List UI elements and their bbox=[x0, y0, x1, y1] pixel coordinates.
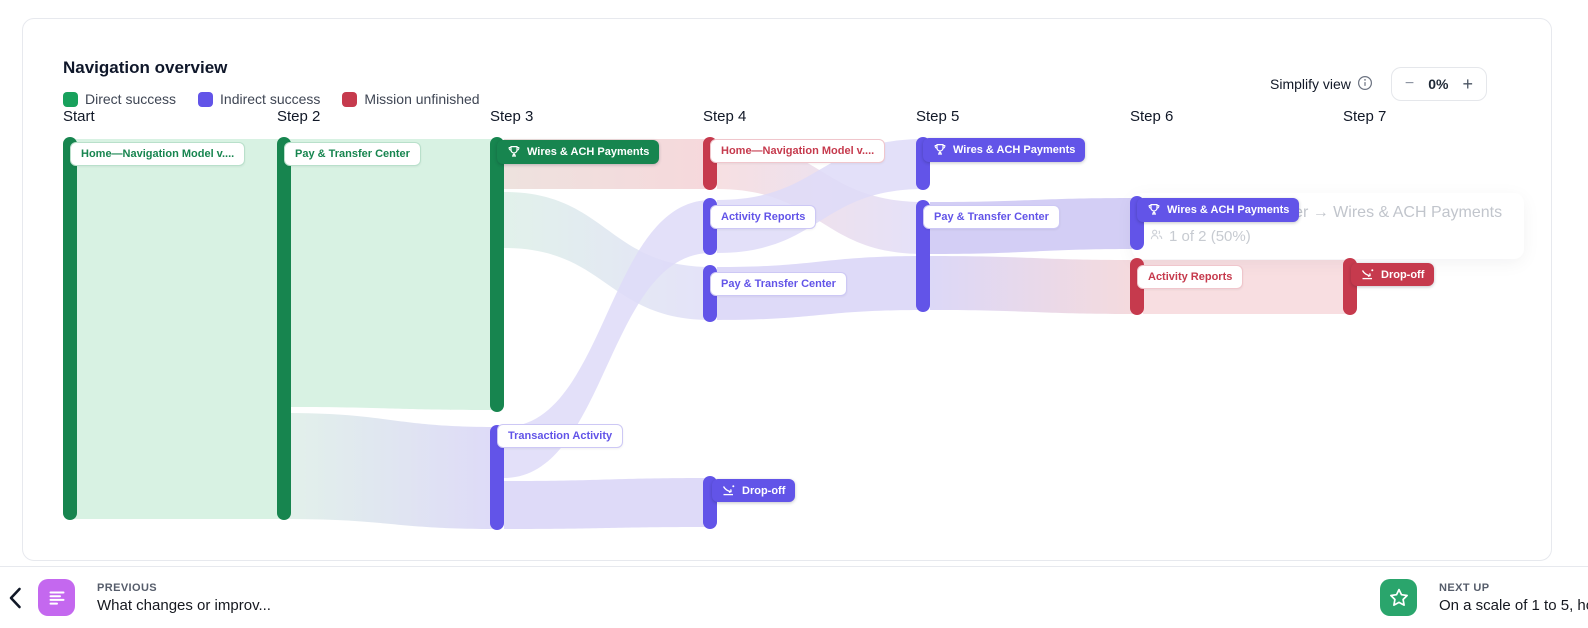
flow-wires-to-pay[interactable] bbox=[504, 192, 711, 320]
next-up-label: NEXT UP bbox=[1439, 581, 1490, 594]
node-label-text: Pay & Transfer Center bbox=[721, 278, 836, 290]
node-label-step7-dropoff[interactable]: Drop-off bbox=[1351, 263, 1435, 286]
trophy-icon bbox=[933, 143, 947, 157]
footer-bar bbox=[0, 567, 1588, 628]
legend: Direct success Indirect success Mission … bbox=[63, 91, 480, 107]
node-label-text: Pay & Transfer Center bbox=[934, 211, 1049, 223]
simplify-view-label: Simplify view bbox=[1270, 75, 1373, 94]
column-header-step6: Step 6 bbox=[1130, 108, 1174, 125]
trophy-icon bbox=[1147, 203, 1161, 217]
node-label-step2-pay[interactable]: Pay & Transfer Center bbox=[284, 142, 421, 166]
node-label-text: Wires & ACH Payments bbox=[527, 146, 650, 158]
footer-divider bbox=[0, 566, 1588, 567]
previous-question-button[interactable]: PREVIOUS What changes or improv... bbox=[38, 579, 271, 616]
node-label-text: Transaction Activity bbox=[508, 430, 613, 442]
flow-transaction-to-activity[interactable] bbox=[504, 200, 711, 478]
simplify-stepper: − 0% + bbox=[1390, 67, 1487, 101]
flow-transaction-to-dropoff[interactable] bbox=[504, 478, 711, 529]
previous-text: What changes or improv... bbox=[97, 596, 271, 614]
node-label-step5-wires[interactable]: Wires & ACH Payments bbox=[923, 138, 1086, 162]
column-header-step4: Step 4 bbox=[703, 108, 747, 125]
chevron-left-icon[interactable] bbox=[2, 583, 28, 613]
node-label-step4-dropoff[interactable]: Drop-off bbox=[712, 479, 796, 502]
info-icon[interactable] bbox=[1357, 75, 1373, 94]
node-label-step4-activity[interactable]: Activity Reports bbox=[710, 205, 817, 229]
flow-start-to-step2[interactable] bbox=[70, 139, 284, 519]
drop-off-icon bbox=[722, 484, 736, 497]
node-label-text: Activity Reports bbox=[1148, 271, 1233, 283]
node-label-text: Drop-off bbox=[742, 484, 786, 497]
simplify-decrease-button[interactable]: − bbox=[1404, 75, 1415, 92]
drop-off-icon bbox=[1361, 268, 1375, 281]
node-label-text: Pay & Transfer Center bbox=[295, 148, 410, 160]
next-texts: NEXT UP On a scale of 1 to 5, ho bbox=[1439, 582, 1588, 614]
column-header-step2: Step 2 bbox=[277, 108, 321, 125]
tooltip-stat-text: 1 of 2 (50%) bbox=[1169, 228, 1251, 245]
node-label-start-home[interactable]: Home—Navigation Model v.... bbox=[70, 142, 246, 166]
node-label-text: Wires & ACH Payments bbox=[953, 144, 1076, 156]
legend-item-indirect-success: Indirect success bbox=[198, 91, 320, 107]
node-label-text: Wires & ACH Payments bbox=[1167, 204, 1290, 216]
column-header-step5: Step 5 bbox=[916, 108, 960, 125]
indirect-success-swatch bbox=[198, 91, 214, 107]
node-label-step3-wires[interactable]: Wires & ACH Payments bbox=[497, 140, 660, 164]
star-icon bbox=[1380, 579, 1417, 616]
simplify-value: 0% bbox=[1428, 76, 1449, 92]
flow-pay-to-transaction[interactable] bbox=[284, 413, 498, 529]
node-bar-step2-pay[interactable] bbox=[277, 137, 291, 520]
legend-label: Mission unfinished bbox=[364, 91, 480, 107]
previous-texts: PREVIOUS What changes or improv... bbox=[97, 582, 271, 614]
node-bar-start-home[interactable] bbox=[63, 137, 77, 520]
node-bar-step3-transaction[interactable] bbox=[490, 425, 504, 530]
page-title: Navigation overview bbox=[63, 58, 228, 77]
mission-unfinished-swatch bbox=[342, 91, 358, 107]
node-label-step3-transaction[interactable]: Transaction Activity bbox=[497, 424, 624, 448]
legend-item-direct-success: Direct success bbox=[63, 91, 176, 107]
legend-label: Indirect success bbox=[220, 91, 321, 107]
node-label-step6-wires[interactable]: Wires & ACH Payments bbox=[1137, 198, 1300, 222]
node-bar-step3-wires[interactable] bbox=[490, 137, 504, 412]
simplify-view-text: Simplify view bbox=[1270, 76, 1351, 92]
trophy-icon bbox=[507, 145, 521, 159]
next-up-button[interactable]: NEXT UP On a scale of 1 to 5, ho bbox=[1380, 579, 1588, 616]
users-icon bbox=[1150, 228, 1163, 245]
flow-pay5-to-activity6[interactable] bbox=[930, 256, 1137, 314]
flow-pay-to-wires[interactable] bbox=[284, 139, 498, 410]
simplify-view-control: Simplify view − 0% + bbox=[1270, 67, 1487, 101]
column-header-start: Start bbox=[63, 108, 95, 125]
node-label-text: Activity Reports bbox=[721, 211, 806, 223]
column-header-step7: Step 7 bbox=[1343, 108, 1387, 125]
node-label-step5-pay[interactable]: Pay & Transfer Center bbox=[923, 205, 1060, 229]
node-label-text: Home—Navigation Model v.... bbox=[721, 145, 875, 157]
node-label-text: Drop-off bbox=[1381, 268, 1425, 281]
node-label-step4-home[interactable]: Home—Navigation Model v.... bbox=[710, 139, 886, 163]
tooltip-stat-row: 1 of 2 (50%) bbox=[1150, 228, 1506, 245]
legend-label: Direct success bbox=[85, 91, 177, 107]
previous-label: PREVIOUS bbox=[97, 581, 158, 594]
document-icon bbox=[38, 579, 75, 616]
simplify-increase-button[interactable]: + bbox=[1462, 74, 1473, 94]
column-header-step3: Step 3 bbox=[490, 108, 534, 125]
node-label-text: Home—Navigation Model v.... bbox=[81, 148, 235, 160]
direct-success-swatch bbox=[63, 91, 78, 107]
node-label-step6-activity[interactable]: Activity Reports bbox=[1137, 265, 1244, 289]
next-up-text: On a scale of 1 to 5, ho bbox=[1439, 596, 1588, 614]
node-label-step4-pay[interactable]: Pay & Transfer Center bbox=[710, 272, 847, 296]
legend-item-mission-unfinished: Mission unfinished bbox=[342, 91, 480, 107]
